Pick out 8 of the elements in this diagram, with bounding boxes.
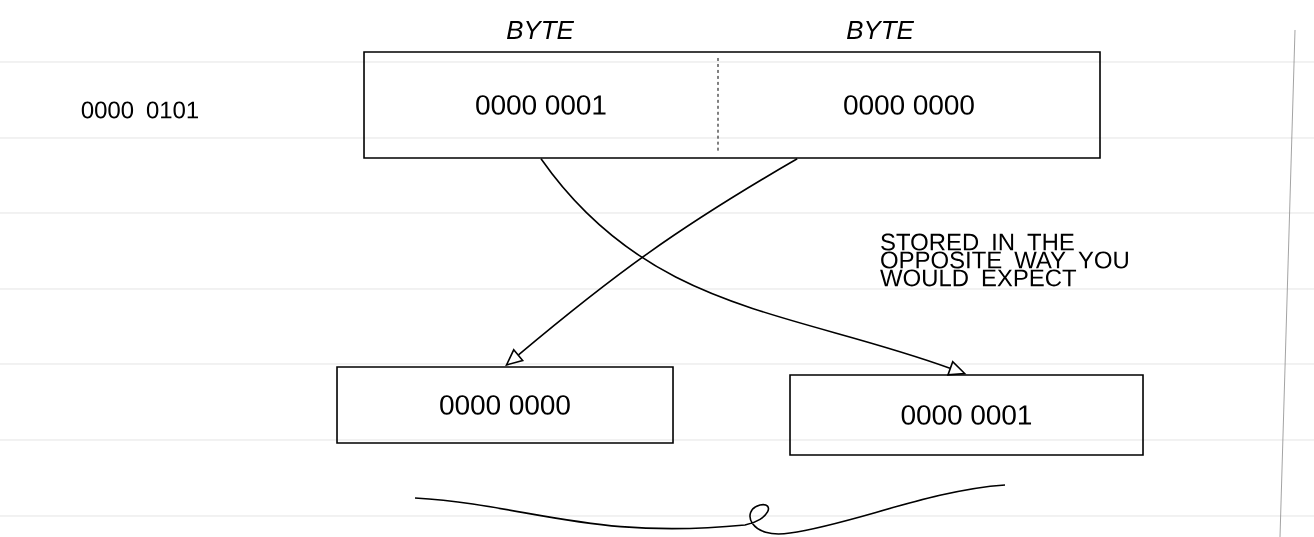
byte-label: BYTE	[507, 21, 575, 39]
number-box: 0000 0001	[363, 51, 719, 159]
byte-label: BYTE	[847, 21, 915, 39]
number-box: 0000 0000	[717, 51, 1101, 159]
number-box: 0000 0001	[789, 374, 1144, 456]
note-text: 0000 0101	[81, 101, 198, 119]
number-box: 0000 0000	[336, 366, 674, 444]
note-text: STORED IN THE OPPOSITE WAY YOU WOULD EXPECT	[880, 233, 1128, 287]
